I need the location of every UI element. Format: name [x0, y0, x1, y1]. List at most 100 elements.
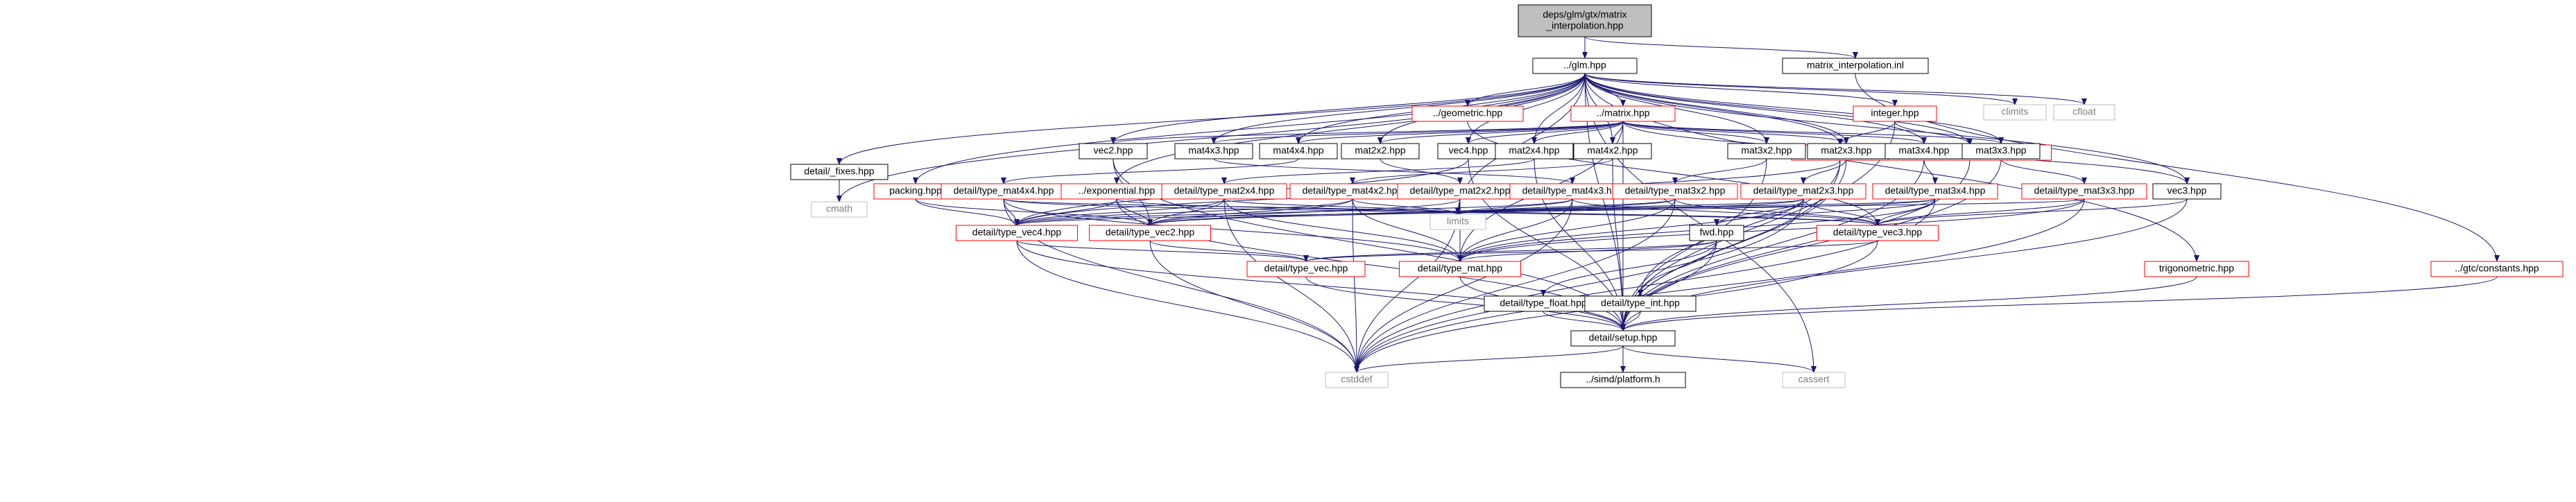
- edge-tm3x2-to-tmat: [1457, 198, 1676, 262]
- node-integer[interactable]: integer.hpp: [1853, 105, 1937, 122]
- node-tm3x3[interactable]: detail/type_mat3x3.hpp: [2021, 183, 2147, 200]
- node-tm3x4[interactable]: detail/type_mat3x4.hpp: [1872, 183, 1998, 200]
- node-vec3[interactable]: vec3.hpp: [2152, 183, 2222, 200]
- edge-matrix-to-vec2: [1110, 121, 1624, 144]
- node-box-trig: [2144, 261, 2249, 277]
- node-label-vec3: vec3.hpp: [2167, 185, 2207, 196]
- edge-tm4x2-to-limits: [1352, 198, 1461, 215]
- edge-tvec2-to-tvec: [1149, 240, 1309, 262]
- node-vec4[interactable]: vec4.hpp: [1437, 143, 1500, 159]
- node-mat2x4[interactable]: mat2x4.hpp: [1495, 143, 1574, 159]
- node-tint[interactable]: detail/type_int.hpp: [1584, 295, 1697, 312]
- node-tm2x3[interactable]: detail/type_mat2x3.hpp: [1740, 183, 1866, 200]
- node-tm2x4[interactable]: detail/type_mat2x4.hpp: [1161, 183, 1287, 200]
- node-box-fixes: [790, 164, 888, 180]
- node-box-fwd: [1689, 225, 1744, 241]
- edge-integer-to-common: [1837, 121, 1896, 146]
- edge-glm-to-mat4x3: [1211, 73, 1586, 144]
- edge-tm4x4-to-tvec4: [1003, 198, 1020, 226]
- edge-setup-to-cassert: [1622, 345, 1817, 373]
- node-label-mat3x3: mat3x3.hpp: [1975, 145, 2026, 156]
- node-tm2x2[interactable]: detail/type_mat2x2.hpp: [1397, 183, 1523, 200]
- edge-exponential-to-tvec4: [1014, 198, 1117, 226]
- node-box-tvec3: [1817, 225, 1939, 241]
- node-label-vec2: vec2.hpp: [1094, 145, 1133, 156]
- node-mat4x2[interactable]: mat4x2.hpp: [1573, 143, 1652, 159]
- node-box-tvec2: [1089, 225, 1211, 241]
- node-tvec2[interactable]: detail/type_vec2.hpp: [1089, 225, 1211, 241]
- node-tm4x2[interactable]: detail/type_mat4x2.hpp: [1289, 183, 1416, 200]
- node-mat3x2[interactable]: mat3x2.hpp: [1727, 143, 1806, 159]
- node-tm4x3[interactable]: detail/type_mat4x3.hpp: [1509, 183, 1635, 200]
- edge-matrix-to-mat4x4: [1296, 121, 1624, 144]
- edge-mat3x4-to-tm3x4: [1923, 158, 1938, 184]
- edge-tm3x3-to-limits: [1455, 198, 2085, 215]
- node-tm3x2[interactable]: detail/type_mat3x2.hpp: [1612, 183, 1738, 200]
- node-label-cmath: cmath: [826, 203, 852, 214]
- node-mat3x4[interactable]: mat3x4.hpp: [1884, 143, 1964, 159]
- node-box-gtc_const: [2430, 261, 2564, 277]
- node-box-tvec: [1246, 261, 1366, 277]
- node-vec2[interactable]: vec2.hpp: [1079, 143, 1148, 159]
- node-packing[interactable]: packing.hpp: [873, 183, 958, 200]
- edge-setup-to-cstddef: [1354, 345, 1624, 373]
- edge-tm3x3-to-tvec3: [1875, 198, 2085, 226]
- node-matrix[interactable]: ../matrix.hpp: [1570, 105, 1676, 122]
- node-box-mi_inl: [1782, 58, 1929, 74]
- edge-mat4x3-to-tm4x3: [1213, 158, 1575, 184]
- node-gtc_const[interactable]: ../gtc/constants.hpp: [2430, 261, 2564, 277]
- node-mat3x3[interactable]: mat3x3.hpp: [1961, 143, 2041, 159]
- node-box-matrix: [1570, 105, 1676, 122]
- node-tmat[interactable]: detail/type_mat.hpp: [1399, 261, 1521, 277]
- node-mat4x4[interactable]: mat4x4.hpp: [1259, 143, 1338, 159]
- node-mat2x2[interactable]: mat2x2.hpp: [1341, 143, 1420, 159]
- node-label-tm2x4: detail/type_mat2x4.hpp: [1174, 185, 1275, 196]
- edge-glm-to-mat2x3: [1584, 73, 1849, 144]
- node-mat4x3[interactable]: mat4x3.hpp: [1174, 143, 1253, 159]
- node-box-tm2x4: [1161, 183, 1287, 200]
- node-mi_inl[interactable]: matrix_interpolation.inl: [1782, 58, 1929, 74]
- edge-mat2x2-to-tm2x2: [1380, 158, 1463, 184]
- node-cstddef: cstddef: [1325, 372, 1389, 388]
- node-setup[interactable]: detail/setup.hpp: [1570, 330, 1676, 347]
- edge-fwd-to-tfloat: [1540, 240, 1717, 297]
- node-label-tm4x4: detail/type_mat4x4.hpp: [954, 185, 1054, 196]
- node-tvec[interactable]: detail/type_vec.hpp: [1246, 261, 1366, 277]
- node-box-geometric: [1411, 105, 1524, 122]
- node-climits: climits: [1983, 104, 2047, 121]
- edge-tm2x3-to-tmat: [1457, 198, 1804, 262]
- node-geometric[interactable]: ../geometric.hpp: [1411, 105, 1524, 122]
- node-tvec4[interactable]: detail/type_vec4.hpp: [956, 225, 1078, 241]
- edge-tvec-to-setup: [1305, 276, 1626, 331]
- node-platform[interactable]: ../simd/platform.h: [1560, 372, 1686, 388]
- node-label-tm4x2: detail/type_mat4x2.hpp: [1303, 185, 1403, 196]
- node-mat2x3[interactable]: mat2x3.hpp: [1807, 143, 1886, 159]
- node-trig[interactable]: trigonometric.hpp: [2144, 261, 2249, 277]
- node-tvec3[interactable]: detail/type_vec3.hpp: [1817, 225, 1939, 241]
- node-label-tvec: detail/type_vec.hpp: [1264, 263, 1348, 274]
- edge-fwd-to-tvec: [1303, 240, 1717, 262]
- node-label-fwd: fwd.hpp: [1699, 227, 1733, 238]
- node-box-glm: [1532, 58, 1638, 74]
- node-glm[interactable]: ../glm.hpp: [1532, 58, 1638, 74]
- edge-tint-to-setup: [1620, 311, 1641, 331]
- node-fixes[interactable]: detail/_fixes.hpp: [790, 164, 888, 180]
- edge-matrix-to-mat3x2: [1622, 121, 1769, 144]
- node-box-mat3x2: [1727, 143, 1806, 159]
- node-tm4x4[interactable]: detail/type_mat4x4.hpp: [941, 183, 1067, 200]
- node-label-mat2x4: mat2x4.hpp: [1509, 145, 1559, 156]
- node-label-limits: limits: [1447, 216, 1469, 227]
- edge-tm4x2-to-tvec4: [1014, 198, 1353, 226]
- node-label-tm4x3: detail/type_mat4x3.hpp: [1522, 185, 1623, 196]
- node-label-integer: integer.hpp: [1871, 107, 1918, 119]
- node-box-climits: [1983, 104, 2047, 121]
- node-fwd[interactable]: fwd.hpp: [1689, 225, 1744, 241]
- edge-matrix-to-mat2x2: [1377, 121, 1624, 144]
- edge-tm2x4-to-cstddef: [1223, 198, 1359, 373]
- edge-glm-to-vecrel: [1584, 73, 1973, 146]
- node-label-packing: packing.hpp: [889, 185, 942, 196]
- node-tfloat[interactable]: detail/type_float.hpp: [1484, 295, 1603, 312]
- node-exponential[interactable]: ../exponential.hpp: [1061, 183, 1173, 200]
- node-box-cfloat: [2053, 104, 2115, 121]
- edge-matrix-to-vec4: [1466, 121, 1624, 144]
